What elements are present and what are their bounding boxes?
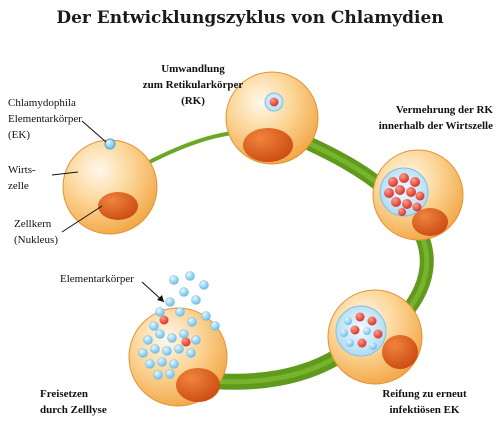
reticulate-bodies [384, 173, 425, 216]
step-label-line: durch Zelllyse [40, 403, 107, 416]
released-bodies-label: Elementarkörper [60, 273, 134, 285]
step-label-line: infektiösen EK [389, 403, 460, 416]
step-transformation-label: Umwandlung zum Retikularkörper (RK) [133, 62, 253, 110]
step-label-line: Reifung zu erneut [382, 388, 467, 400]
reticulate-body [269, 97, 279, 107]
elementary-body [104, 138, 116, 150]
ek-label-line: (EK) [8, 128, 30, 141]
host-cell-label: Wirts- zelle [8, 163, 36, 195]
diagram-title: Der Entwicklungszyklus von Chlamydien [56, 8, 444, 28]
nucleus [98, 192, 138, 220]
step-label-line: Vermehrung der RK [395, 104, 493, 116]
cell-infection [62, 138, 158, 235]
nucleus [243, 128, 293, 162]
step-maturation-label: Reifung zu erneut infektiösen EK [362, 387, 487, 419]
mixed-bodies [340, 312, 383, 350]
ek-label: Chlamydophila Elementarkörper (EK) [8, 96, 82, 144]
step-label-line: Umwandlung [161, 63, 225, 75]
nucleus-label: Zellkern (Nukleus) [14, 217, 58, 249]
cell-maturation [327, 289, 423, 385]
inner-elementary-bodies [138, 329, 201, 380]
leader-lines [51, 120, 107, 233]
nucleus [176, 368, 220, 402]
ek-label-line: Chlamydophila [8, 97, 76, 109]
ek-label-line: Elementarkörper [8, 112, 82, 125]
nucleus [382, 335, 418, 369]
cell-transformation [225, 71, 319, 165]
nucleus-label-line: (Nukleus) [14, 233, 58, 246]
step-label-line: (RK) [181, 94, 205, 107]
cell-multiplication [372, 149, 464, 241]
step-label-line: Freisetzen [40, 388, 89, 400]
nucleus [412, 208, 448, 236]
step-label-line: zum Retikularkörper [142, 78, 244, 91]
cell-lysis [128, 307, 228, 407]
host-cell-label-line: zelle [8, 179, 29, 192]
step-label-line: innerhalb der Wirtszelle [378, 119, 493, 132]
nucleus-label-line: Zellkern [14, 218, 52, 230]
step-lysis-label: Freisetzen durch Zelllyse [40, 387, 107, 419]
step-multiplication-label: Vermehrung der RK innerhalb der Wirtszel… [348, 103, 493, 135]
host-cell-label-line: Wirts- [8, 164, 36, 176]
released-elementary-bodies [149, 271, 220, 331]
